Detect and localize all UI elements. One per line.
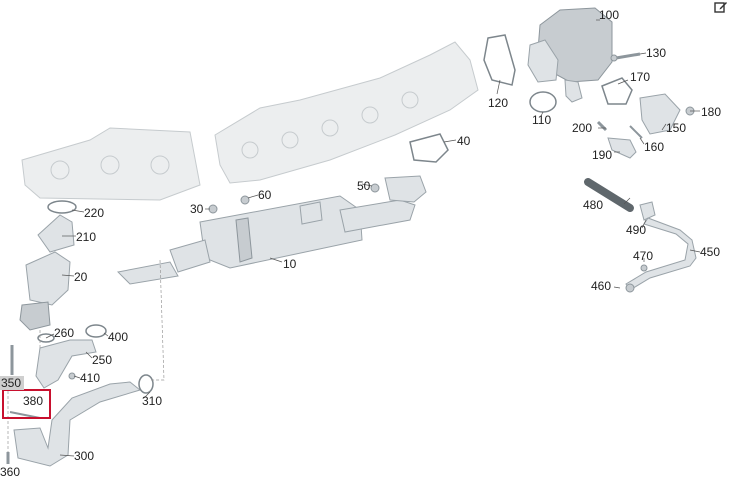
egr-cooler-part-10 bbox=[116, 175, 427, 285]
gasket-part-40 bbox=[409, 133, 449, 163]
bracket-part-210 bbox=[37, 214, 75, 253]
o-ring-part-110 bbox=[529, 91, 557, 113]
label-100: 100 bbox=[599, 8, 619, 22]
bolt-part-30 bbox=[208, 204, 218, 214]
label-30: 30 bbox=[190, 202, 204, 216]
label-410: 410 bbox=[80, 371, 100, 385]
label-120: 120 bbox=[488, 96, 508, 110]
fitting-part-460 bbox=[625, 283, 635, 293]
label-310: 310 bbox=[142, 394, 162, 408]
label-170: 170 bbox=[630, 70, 650, 84]
label-250: 250 bbox=[92, 353, 112, 367]
label-160: 160 bbox=[644, 140, 664, 154]
pipe-part-250 bbox=[35, 339, 97, 389]
gasket-part-310 bbox=[138, 374, 154, 394]
label-300: 300 bbox=[74, 449, 94, 463]
label-60: 60 bbox=[258, 188, 272, 202]
label-10: 10 bbox=[283, 257, 297, 271]
label-460: 460 bbox=[591, 279, 611, 293]
label-470: 470 bbox=[633, 249, 653, 263]
label-360: 360 bbox=[0, 465, 20, 479]
label-480: 480 bbox=[583, 198, 603, 212]
label-490: 490 bbox=[626, 223, 646, 237]
highlight-box-380 bbox=[2, 389, 51, 419]
label-110: 110 bbox=[532, 113, 551, 127]
pin-part-160 bbox=[629, 125, 643, 139]
gasket-part-400 bbox=[85, 324, 107, 338]
cylinder-head-background bbox=[21, 41, 479, 201]
hose-part-480 bbox=[584, 178, 634, 212]
label-130: 130 bbox=[646, 46, 666, 60]
label-50: 50 bbox=[357, 179, 371, 193]
label-380: 380 bbox=[23, 394, 43, 408]
label-bg-350 bbox=[0, 376, 24, 390]
gasket-part-120 bbox=[483, 34, 516, 86]
egr-valve-part-100 bbox=[527, 7, 613, 103]
label-350: 350 bbox=[1, 376, 21, 390]
pipe-part-300 bbox=[13, 381, 142, 467]
label-210: 210 bbox=[76, 230, 96, 244]
leader-lines bbox=[45, 19, 701, 457]
label-150: 150 bbox=[666, 121, 686, 135]
bolt-part-50 bbox=[370, 183, 380, 193]
label-220: 220 bbox=[84, 206, 104, 220]
edit-icon[interactable] bbox=[714, 0, 728, 14]
bolt-part-60 bbox=[240, 195, 250, 205]
bolt-part-130 bbox=[610, 52, 641, 62]
gasket-part-260 bbox=[37, 333, 55, 343]
label-400: 400 bbox=[108, 330, 128, 344]
gasket-part-220 bbox=[47, 200, 77, 214]
egr-pump-part-20 bbox=[19, 251, 71, 331]
clip-part-490 bbox=[639, 201, 656, 221]
label-450: 450 bbox=[700, 245, 720, 259]
label-190: 190 bbox=[592, 148, 612, 162]
flange-part-150 bbox=[639, 93, 681, 135]
gasket-part-170 bbox=[601, 77, 633, 105]
label-20: 20 bbox=[74, 270, 88, 284]
label-40: 40 bbox=[457, 134, 471, 148]
bracket-part-190 bbox=[607, 137, 637, 159]
label-200: 200 bbox=[572, 121, 592, 135]
label-180: 180 bbox=[701, 105, 721, 119]
bolt-part-470 bbox=[640, 264, 648, 272]
label-260: 260 bbox=[54, 326, 74, 340]
part-number-labels: 100 130 120 170 110 180 200 150 160 190 … bbox=[0, 8, 721, 479]
bolt-part-200 bbox=[596, 120, 608, 132]
